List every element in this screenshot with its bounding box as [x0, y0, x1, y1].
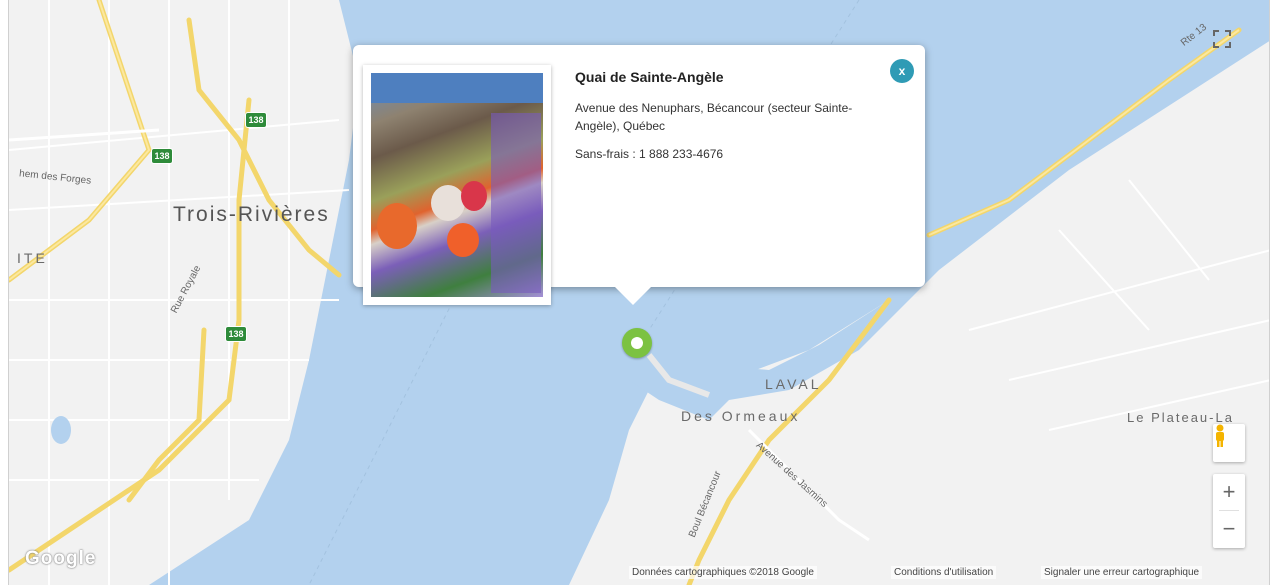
place-title: Quai de Sainte-Angèle — [575, 69, 724, 85]
street-view-button[interactable] — [1213, 424, 1245, 462]
highway-shield: 138 — [225, 326, 247, 342]
report-error-link[interactable]: Signaler une erreur cartographique — [1041, 566, 1203, 579]
terms-link[interactable]: Conditions d'utilisation — [891, 566, 997, 579]
place-address: Avenue des Nenuphars, Bécancour (secteur… — [575, 101, 853, 133]
highway-shield: 138 — [245, 112, 267, 128]
map-canvas[interactable]: 138 138 138 Trois-Rivières ITE LAVAL Des… — [9, 0, 1269, 585]
highway-shield: 138 — [151, 148, 173, 164]
area-label-ite: ITE — [17, 250, 48, 266]
location-marker-icon[interactable] — [622, 328, 652, 358]
place-photo — [363, 65, 551, 305]
zoom-out-button[interactable]: − — [1222, 516, 1236, 541]
photo-flowers-icon — [371, 73, 543, 297]
pegman-icon — [1216, 424, 1224, 447]
area-label-des-ormeaux: Des Ormeaux — [681, 408, 801, 424]
fullscreen-button[interactable] — [1213, 30, 1245, 62]
google-logo[interactable]: Google — [25, 548, 97, 569]
zoom-divider — [1219, 510, 1239, 511]
area-label-laval: LAVAL — [765, 376, 822, 392]
area-label-le-plateau: Le Plateau-La — [1127, 410, 1234, 425]
zoom-in-button[interactable]: + — [1222, 479, 1236, 504]
fullscreen-icon — [1213, 30, 1231, 48]
city-label-trois-rivieres: Trois-Rivières — [173, 203, 330, 226]
info-window: Quai de Sainte-Angèle Avenue des Nenupha… — [353, 45, 925, 305]
map-data-attribution: Données cartographiques ©2018 Google — [629, 566, 817, 579]
close-button[interactable]: x — [890, 59, 914, 83]
place-phone: Sans-frais : 1 888 233-4676 — [575, 147, 724, 161]
zoom-control: + − — [1213, 474, 1245, 548]
map-frame: 138 138 138 Trois-Rivières ITE LAVAL Des… — [8, 0, 1270, 585]
